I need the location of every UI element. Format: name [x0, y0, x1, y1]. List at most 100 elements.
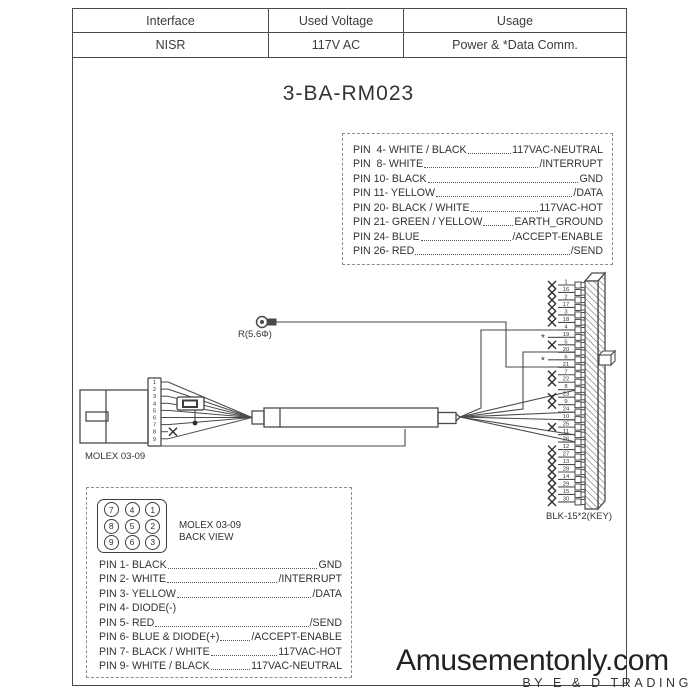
pin-label: PIN 8- WHITE [353, 158, 424, 170]
svg-text:3: 3 [153, 394, 156, 400]
svg-text:16: 16 [563, 287, 569, 293]
spec-table-value-row: NISR 117V AC Power & *Data Comm. [73, 33, 626, 57]
pin-label: PIN 3- YELLOW [99, 587, 176, 600]
right-pin-row-16: 16 [547, 287, 586, 297]
site-wordmark: Amusementonly.com [396, 644, 669, 677]
pin-label: PIN 4- WHITE / BLACK [353, 143, 467, 156]
header-used-voltage: Used Voltage [269, 9, 404, 32]
dot-leader [483, 225, 514, 226]
svg-text:8: 8 [153, 430, 156, 436]
pin-signal: EARTH_GROUND [514, 216, 603, 228]
molex-pin-row: PIN 2- WHITE/INTERRUPT [99, 571, 342, 585]
back-view-pin: 3 [145, 534, 161, 550]
harness-pin-row: PIN 21- GREEN / YELLOW EARTH_GROUND [353, 214, 603, 228]
wire-pin24 [459, 411, 577, 418]
right-pin-row-15: 15 [547, 489, 586, 499]
dot-leader [155, 625, 309, 627]
right-pin-row-29: 29 [547, 481, 586, 492]
svg-text:6: 6 [564, 354, 567, 360]
pin-signal: 117VAC-HOT [278, 645, 342, 658]
dot-leader [420, 239, 512, 241]
back-view-pin: 5 [124, 518, 140, 534]
right-pin-row-25: 25 [547, 422, 586, 432]
left-pin-row-5: 5 [153, 408, 253, 418]
svg-text:11: 11 [563, 429, 569, 435]
svg-text:2: 2 [153, 387, 156, 393]
right-pin-row-26: 26 [558, 437, 586, 446]
left-pin-row-6: 6 [153, 416, 252, 422]
pin-signal: /DATA [573, 187, 603, 199]
right-pin-row-1: 1 [547, 280, 586, 290]
back-view-label: MOLEX 03-09 BACK VIEW [179, 520, 241, 543]
left-connector-label: MOLEX 03-09 [85, 451, 146, 462]
pin-label: PIN 7- BLACK / WHITE [99, 645, 210, 658]
dot-leader [210, 654, 278, 656]
right-pin-row-12: 12 [547, 444, 586, 455]
dot-leader [467, 152, 512, 154]
molex-pin-row: PIN 6- BLUE & DIODE(+) /ACCEPT-ENABLE [99, 629, 342, 643]
back-view-pin: 6 [124, 534, 140, 550]
right-pin-row-14: 14 [547, 474, 586, 484]
pin-label: PIN 20- BLACK / WHITE [353, 201, 470, 214]
back-view-pin: 8 [103, 518, 119, 534]
dot-leader [436, 196, 573, 197]
wire-earth-pin21 [276, 321, 576, 368]
pin-label: PIN 1- BLACK [99, 558, 167, 571]
pin-signal: 117VAC-NEUTRAL [512, 143, 603, 156]
left-connector [79, 377, 406, 447]
svg-text:20: 20 [563, 347, 569, 353]
svg-text:3: 3 [564, 309, 567, 315]
right-pin-row-9: 9 [547, 399, 586, 410]
back-view-pin: 9 [103, 534, 119, 550]
left-pin-row-1: 1 [153, 380, 253, 418]
molex-pin-row: PIN 7- BLACK / WHITE 117VAC-HOT [99, 643, 342, 658]
pin-label: PIN 9- WHITE / BLACK [99, 660, 210, 672]
pin-signal: /ACCEPT-ENABLE [251, 631, 342, 643]
left-pin-row-8: 8 [153, 427, 178, 437]
spec-table-header-row: Interface Used Voltage Usage [73, 9, 626, 33]
right-connector-label: BLK-15*2(KEY) [546, 511, 613, 522]
cable [251, 407, 461, 428]
back-view-pin: 1 [145, 502, 161, 518]
right-pin-row-13: 13 [547, 459, 586, 470]
right-pin-row-19: 19* [541, 332, 586, 344]
svg-text:15: 15 [563, 489, 569, 495]
svg-text:12: 12 [563, 444, 569, 450]
pin-label: PIN 2- WHITE [99, 573, 167, 585]
header-usage: Usage [496, 13, 534, 28]
right-pin-row-30: 30 [547, 496, 586, 507]
pin-signal: /INTERRUPT [539, 158, 603, 170]
spec-table: Interface Used Voltage Usage NISR 117V A… [72, 8, 627, 58]
right-pin-row-17: 17 [547, 302, 586, 312]
pin-label: PIN 21- GREEN / YELLOW [353, 216, 483, 228]
svg-text:5: 5 [153, 408, 156, 414]
pin-label: PIN 4- DIODE(-) [99, 602, 177, 614]
svg-text:30: 30 [563, 496, 569, 502]
value-used-voltage: 117V AC [269, 33, 404, 57]
right-pin-row-24: 24 [558, 407, 586, 416]
wire-pin10 [459, 416, 577, 421]
pin-label: PIN 6- BLUE & DIODE(+) [99, 631, 220, 643]
right-pin-row-22: 22 [547, 377, 586, 387]
harness-pin-row: PIN 8- WHITE/INTERRUPT [353, 156, 603, 170]
svg-text:*: * [541, 355, 545, 366]
dot-leader [176, 596, 312, 598]
ring-terminal-label: R(5.6Φ) [238, 329, 272, 340]
dot-leader [167, 582, 278, 583]
right-pin-row-18: 18 [547, 317, 586, 327]
svg-text:17: 17 [563, 302, 569, 308]
header-interface: Interface [73, 9, 269, 32]
back-view-pin: 2 [145, 518, 161, 534]
svg-text:21: 21 [563, 362, 569, 368]
right-pin-row-8: 8 [558, 384, 586, 394]
pin-signal: /DATA [312, 587, 342, 600]
dot-leader [470, 210, 539, 212]
diode-assembly [176, 396, 205, 426]
dot-leader [424, 167, 539, 168]
value-usage: Power & *Data Comm. [452, 38, 578, 52]
